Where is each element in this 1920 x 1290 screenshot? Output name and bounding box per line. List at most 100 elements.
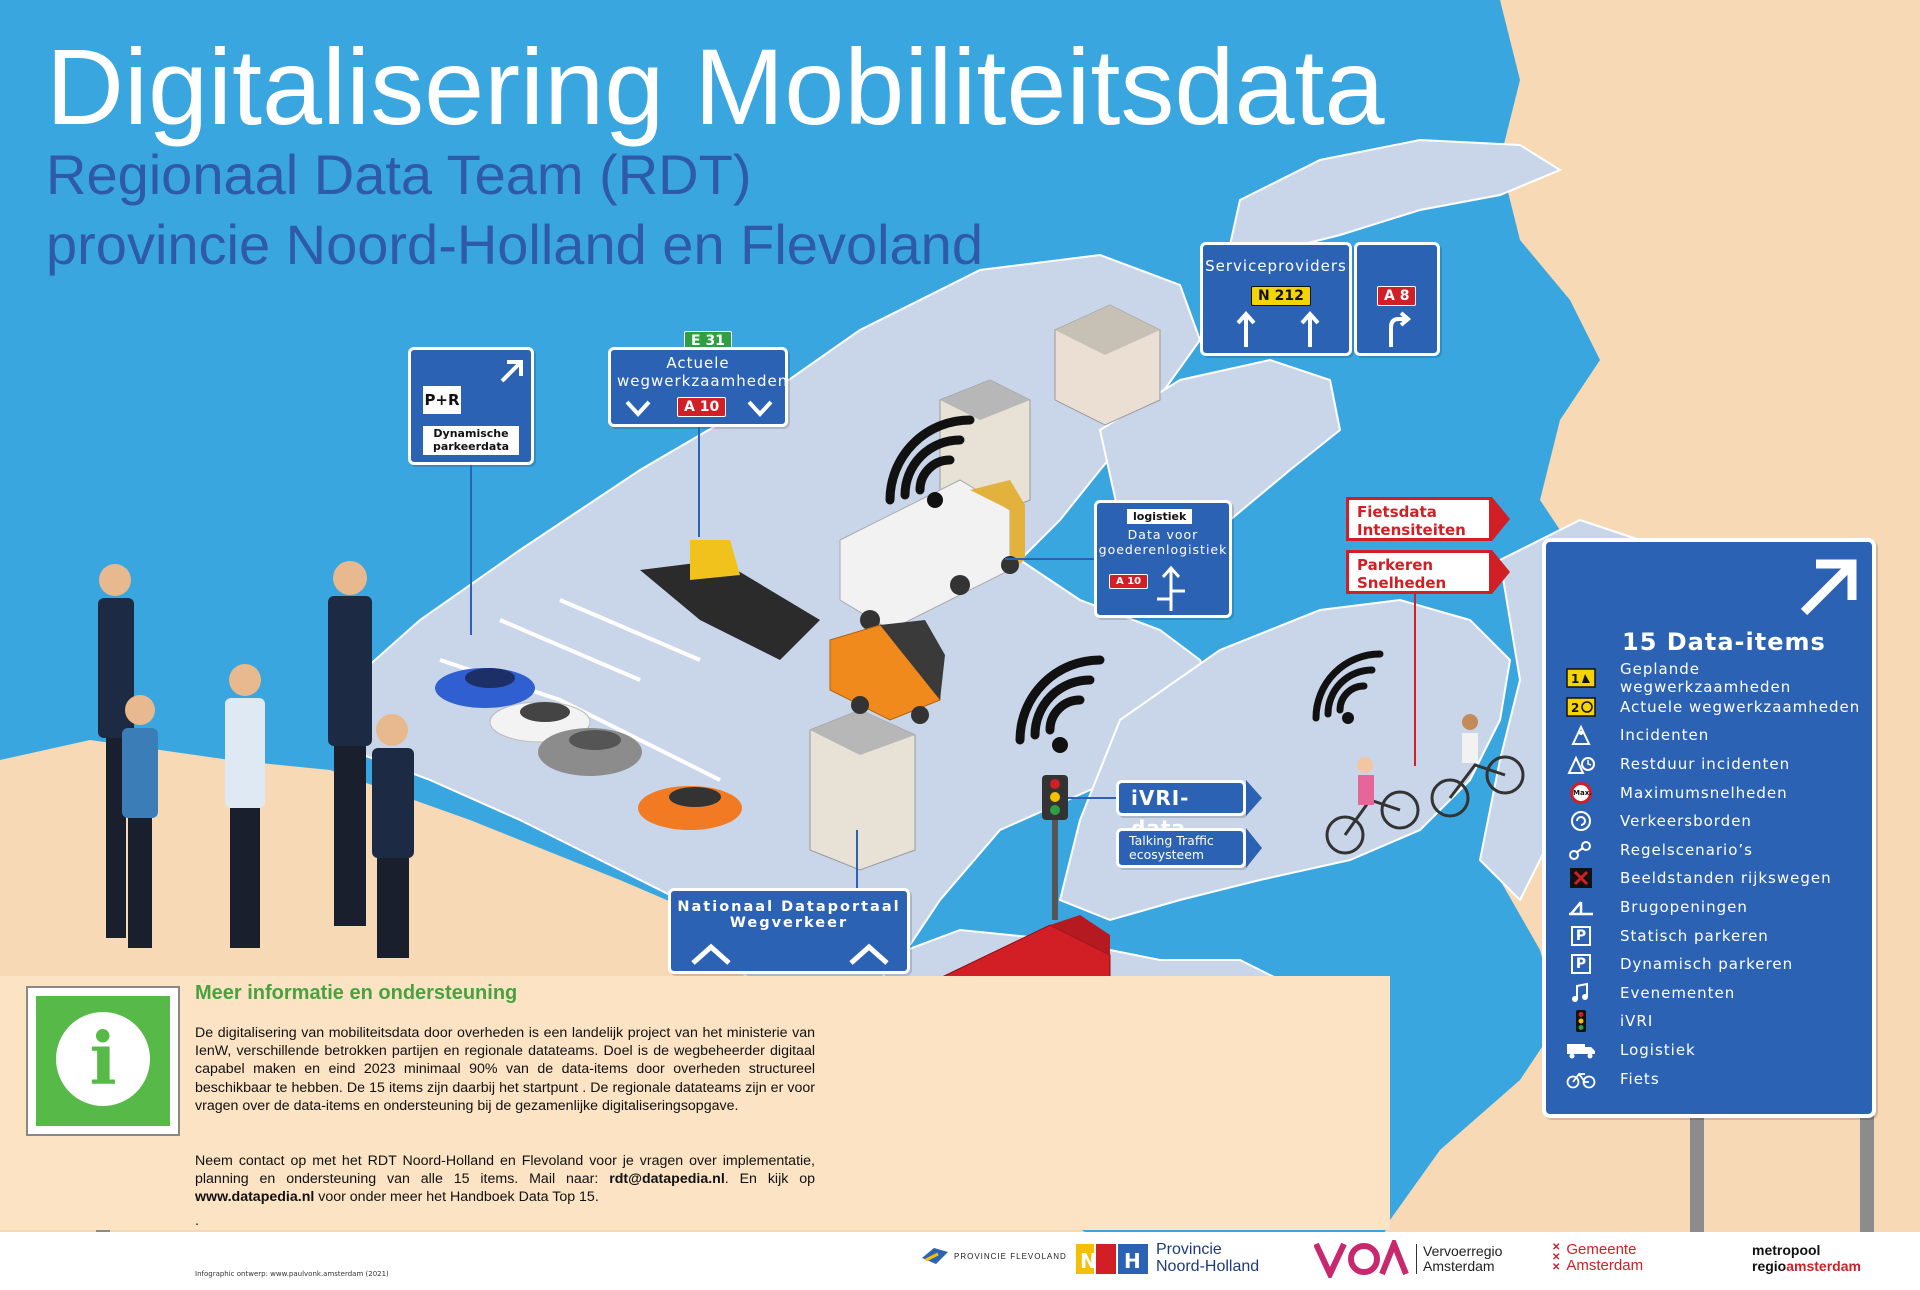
list-item: Max. Maximumsnelheden: [1566, 778, 1872, 807]
footer-credit: Infographic ontwerp: www.paulvonk.amster…: [195, 1270, 389, 1278]
parking-static-icon: P: [1566, 925, 1596, 947]
list-item: Evenementen: [1566, 979, 1872, 1008]
info-sign: i: [26, 986, 180, 1136]
vervoerregio-emblem-icon: [1314, 1240, 1409, 1278]
car-blue: [435, 668, 535, 708]
traffic-light-icon: [1566, 1010, 1596, 1033]
logistics-badge: logistiek: [1127, 509, 1193, 524]
amsterdam-crosses-icon: ✕✕✕: [1552, 1241, 1561, 1273]
roadworks-planned-icon: 1: [1566, 667, 1596, 689]
page-subtitle-line1: Regionaal Data Team (RDT): [46, 143, 752, 206]
bicycle-icon: [1566, 1068, 1596, 1090]
list-item: Beeldstanden rijkswegen: [1566, 864, 1872, 893]
page-subtitle-line2: provincie Noord-Holland en Flevoland: [46, 213, 983, 276]
lane-closed-icon: [1566, 867, 1596, 889]
arrow-down-left-icon: [625, 400, 651, 417]
semi-truck: [839, 479, 1025, 631]
car-orange: [638, 786, 742, 830]
group-of-people: [98, 561, 414, 958]
info-panel-bg: [0, 976, 1390, 1230]
parking-sign-leader: [470, 465, 472, 635]
logo-provincie-flevoland: PROVINCIE FLEVOLAND: [920, 1244, 1067, 1268]
logo-gemeente-amsterdam: ✕✕✕ Gemeente Amsterdam: [1552, 1241, 1644, 1274]
roadworks-sign-label: Actuele wegwerkzaamheden: [617, 354, 789, 390]
traffic-light: [1042, 775, 1068, 920]
footer-bar: [0, 1232, 1920, 1290]
talking-traffic-sign-tip: [1246, 828, 1262, 868]
cyclist-1: [1325, 757, 1420, 855]
junction-arrows-icon: [1157, 565, 1185, 611]
ivri-sign-leader: [1068, 797, 1116, 799]
page-title: Digitalisering Mobiliteitsdata: [46, 26, 1385, 147]
ndw-line1: Nationaal Dataportaal: [677, 899, 901, 915]
parking-dynamic-icon: P: [1566, 953, 1596, 975]
arrow-up-right-icon: [1800, 559, 1857, 616]
svg-text:1: 1: [1571, 672, 1579, 686]
parking-speed-line1: Parkeren: [1357, 556, 1434, 574]
list-item: P Statisch parkeren: [1566, 921, 1872, 950]
list-item: Incidenten: [1566, 721, 1872, 750]
red-sign-leader: [1414, 594, 1416, 766]
arrow-up-icon: [1300, 311, 1320, 347]
roadworks-current-icon: 2: [1566, 696, 1596, 718]
cycling-data-line2: Intensiteiten: [1357, 521, 1466, 539]
wifi-signal-1: [885, 415, 975, 508]
logistics-label: Data voor goederenlogistiek: [1098, 527, 1228, 557]
logo-metropool-regio-amsterdam: metropool regioamsterdam: [1752, 1242, 1861, 1275]
dump-truck: [829, 620, 945, 724]
email-link[interactable]: rdt@datapedia.nl: [609, 1171, 725, 1188]
info-paragraph-1: De digitalisering van mobiliteitsdata do…: [195, 1025, 815, 1114]
roadworks-machine: [690, 540, 740, 580]
logo-vervoerregio-amsterdam: Vervoerregio Amsterdam: [1314, 1240, 1502, 1278]
list-item: Verkeersborden: [1566, 807, 1872, 836]
svg-text:N: N: [1080, 1249, 1097, 1273]
ivri-data-sign: iVRI-data: [1116, 780, 1246, 840]
logistics-sign: logistiek Data voor goederenlogistiek A …: [1094, 500, 1232, 618]
arrow-up-left-icon: [691, 943, 731, 965]
logistics-sign-leader: [1005, 558, 1094, 560]
website-link[interactable]: www.datapedia.nl: [195, 1189, 315, 1206]
data-items-heading: 15 Data-items: [1622, 628, 1826, 656]
list-item: 1 Geplande wegwerkzaamheden: [1566, 660, 1872, 696]
svg-text:2: 2: [1571, 701, 1579, 715]
ndw-line2: Wegverkeer: [729, 915, 849, 931]
incident-icon: [1566, 724, 1596, 746]
scenario-icon: [1566, 839, 1596, 861]
building-2: [1054, 304, 1161, 426]
arrow-up-icon: [1236, 311, 1256, 347]
info-paragraph-2: Neem contact op met het RDT Noord-Hollan…: [195, 1153, 815, 1206]
parking-speed-sign-tip: [1492, 550, 1510, 594]
logistics-route-badge: A 10: [1109, 574, 1149, 589]
a8-sign: A 8: [1354, 242, 1440, 356]
incident-duration-icon: [1566, 753, 1596, 775]
list-item: P Dynamisch parkeren: [1566, 950, 1872, 979]
parking-speed-line2: Snelheden: [1357, 574, 1447, 592]
parking-data-sign: P+R Dynamische parkeerdata: [408, 347, 534, 465]
truck-icon: [1566, 1039, 1596, 1061]
arrow-up-right-icon: [500, 360, 523, 383]
person-3: [225, 664, 265, 948]
a10-route-badge: A 10: [677, 397, 727, 417]
serviceproviders-label: Serviceproviders: [1205, 257, 1347, 275]
wifi-signal-2: [1015, 655, 1105, 753]
list-item: Fiets: [1566, 1064, 1872, 1093]
svg-text:H: H: [1124, 1249, 1141, 1273]
talking-traffic-sign: Talking Traffic ecosysteem: [1116, 828, 1246, 868]
arrow-up-right-icon: [849, 943, 889, 965]
info-heading: Meer informatie en ondersteuning: [195, 982, 518, 1004]
cycling-data-sign: Fietsdata Intensiteiten: [1346, 497, 1492, 541]
event-icon: [1566, 982, 1596, 1004]
roadworks-sign-leader: [698, 427, 700, 537]
ivri-sign-tip: [1246, 780, 1262, 816]
pr-badge: P+R: [423, 386, 461, 414]
info-sign-face: i: [36, 996, 170, 1126]
arrow-turn-right-icon: [1389, 311, 1412, 347]
ndw-sign-leader: [856, 830, 858, 888]
roadworks-sign: Actuele wegwerkzaamheden A 10: [608, 347, 788, 427]
list-item: Regelscenario’s: [1566, 836, 1872, 865]
bridge-icon: [1566, 896, 1596, 918]
list-item: iVRI: [1566, 1007, 1872, 1036]
speed-limit-icon: Max.: [1566, 781, 1596, 804]
building-3: [809, 709, 916, 871]
